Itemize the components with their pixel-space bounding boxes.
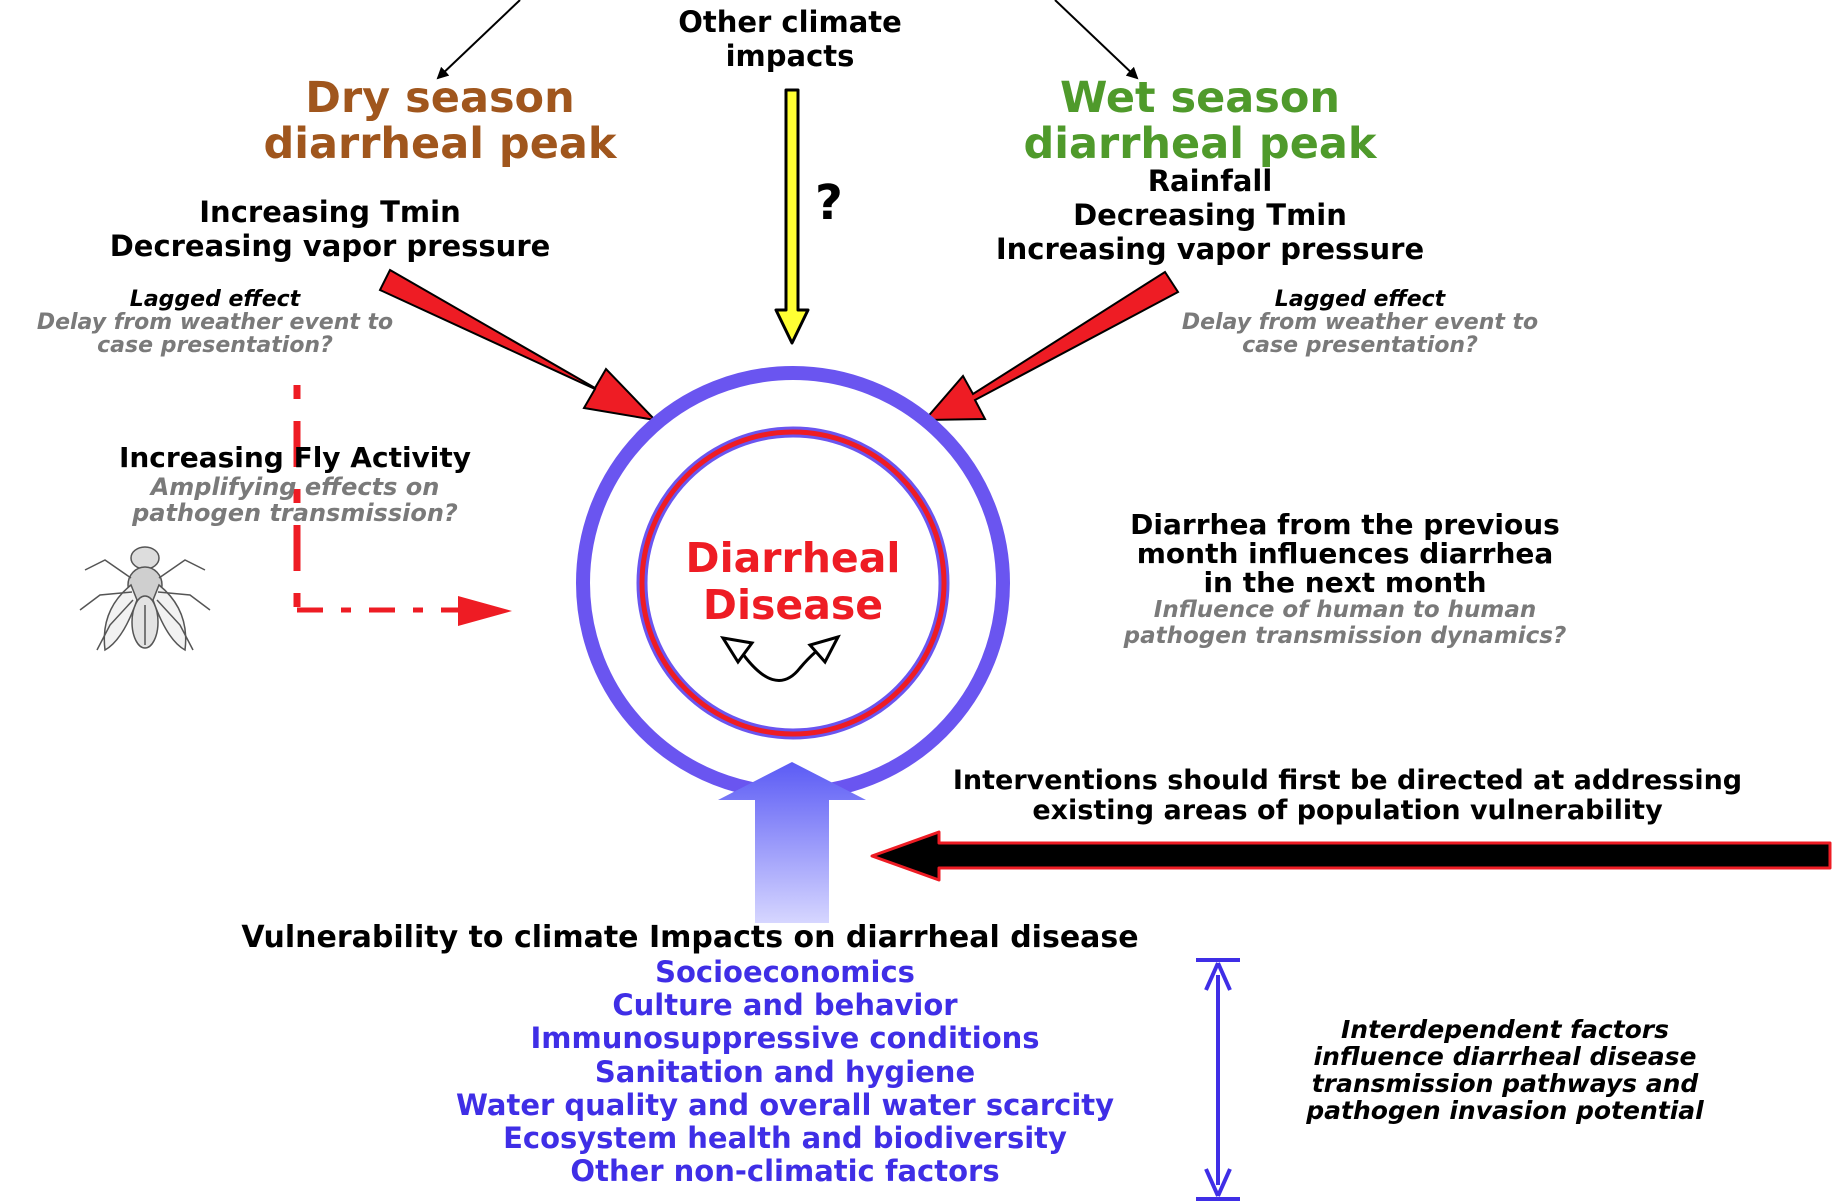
red-ring — [639, 429, 947, 737]
wet-factors: Rainfall Decreasing Tmin Increasing vapo… — [910, 164, 1510, 266]
wet-factor-3: Increasing vapor pressure — [995, 232, 1425, 266]
top-left-arrow — [436, 0, 521, 80]
wet-lag: Lagged effect Delay from weather event t… — [1140, 288, 1580, 357]
black-left-arrow-icon — [870, 830, 1832, 882]
fly-activity-sub1: Amplifying effects on — [150, 473, 440, 501]
wet-factor-2: Decreasing Tmin — [1073, 198, 1347, 232]
previous-line2: month influences diarrhea — [1136, 537, 1554, 570]
interventions-line1: Interventions should first be directed a… — [952, 765, 1743, 796]
center-label: Diarrheal Disease — [643, 535, 943, 629]
fly-icon — [79, 546, 211, 652]
previous-line3: in the next month — [1203, 566, 1487, 599]
dry-season-title: Dry season diarrheal peak — [190, 75, 690, 167]
previous-sub2: pathogen transmission dynamics? — [1123, 623, 1567, 649]
interventions-line2: existing areas of population vulnerabili… — [1032, 795, 1663, 826]
fly-activity-arrow — [293, 385, 512, 626]
other-climate-line1: Other climate — [678, 5, 902, 39]
dry-lag-title: Lagged effect — [129, 287, 301, 312]
fly-activity-title: Increasing Fly Activity — [118, 441, 472, 474]
other-climate-label: Other climate impacts — [640, 5, 940, 73]
other-climate-line2: impacts — [725, 39, 855, 73]
vulnerability-item: Sanitation and hygiene — [594, 1054, 976, 1089]
dry-factor-1: Increasing Tmin — [199, 195, 461, 229]
interdependent-line1: Interdependent factors — [1340, 1015, 1670, 1044]
red-arrow-icon — [378, 268, 658, 422]
wet-title-line1: Wet season — [1059, 73, 1341, 123]
double-headed-arrow-icon — [1196, 958, 1240, 1201]
wet-lag-line2: case presentation? — [1242, 333, 1478, 358]
top-right-arrow — [1054, 0, 1139, 80]
center-line1: Diarrheal — [685, 534, 901, 582]
red-arrow-icon — [922, 270, 1180, 422]
wet-season-title: Wet season diarrheal peak — [950, 75, 1450, 167]
interdependent-line2: influence diarrheal disease — [1313, 1042, 1697, 1071]
wet-factor-1: Rainfall — [1147, 164, 1273, 198]
vulnerability-item: Immunosuppressive conditions — [530, 1021, 1040, 1056]
vulnerability-item: Socioeconomics — [655, 955, 915, 989]
vulnerability-title: Vulnerability to climate Impacts on diar… — [241, 920, 1139, 955]
previous-line1: Diarrhea from the previous — [1130, 508, 1560, 541]
interdependent-label: Interdependent factors influence diarrhe… — [1240, 1016, 1770, 1124]
wet-title-line2: diarrheal peak — [1023, 119, 1377, 169]
yellow-arrow-icon — [774, 88, 810, 345]
blue-up-arrow-icon — [718, 762, 866, 923]
vulnerability-item: Water quality and overall water scarcity — [455, 1087, 1115, 1122]
vulnerability-item: Ecosystem health and biodiversity — [503, 1121, 1067, 1156]
previous-month: Diarrhea from the previous month influen… — [1050, 510, 1640, 649]
vulnerability-item: Culture and behavior — [612, 988, 958, 1023]
wet-lag-line1: Delay from weather event to — [1181, 310, 1539, 335]
fly-activity-sub2: pathogen transmission? — [132, 499, 458, 527]
previous-sub1: Influence of human to human — [1153, 597, 1537, 623]
dry-lag-line1: Delay from weather event to — [36, 310, 394, 335]
interdependent-line4: pathogen invasion potential — [1306, 1096, 1704, 1125]
wet-lag-title: Lagged effect — [1274, 287, 1446, 312]
vulnerability-list: Socioeconomics Culture and behavior Immu… — [350, 955, 1220, 1189]
interventions-label: Interventions should first be directed a… — [860, 766, 1835, 826]
dry-lag-line2: case presentation? — [97, 333, 333, 358]
dry-factors: Increasing Tmin Decreasing vapor pressur… — [40, 195, 620, 263]
dry-title-line2: diarrheal peak — [263, 119, 617, 169]
center-line2: Disease — [702, 581, 884, 629]
dry-lag: Lagged effect Delay from weather event t… — [0, 288, 430, 357]
interdependent-line3: transmission pathways and — [1311, 1069, 1699, 1098]
fly-activity: Increasing Fly Activity Amplifying effec… — [70, 441, 520, 527]
cycle-arrow-icon — [719, 634, 841, 682]
dry-title-line1: Dry season — [305, 73, 575, 123]
vulnerability-item: Other non-climatic factors — [570, 1154, 1000, 1189]
dry-factor-2: Decreasing vapor pressure — [109, 229, 551, 263]
question-mark: ? — [815, 175, 843, 231]
